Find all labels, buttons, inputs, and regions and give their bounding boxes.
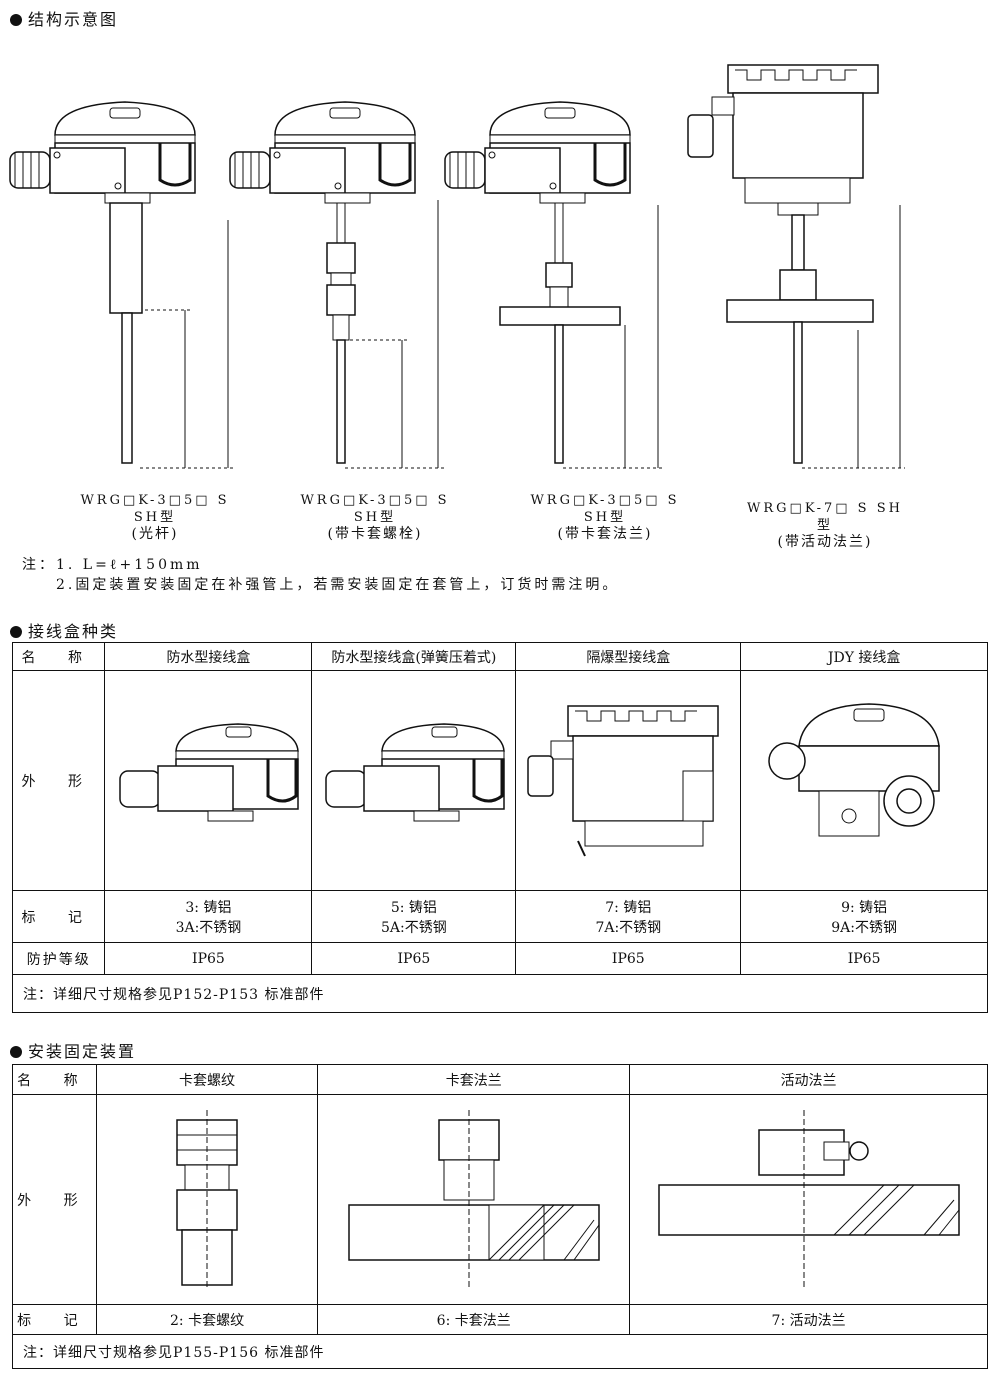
drawing-ferrule-bolt <box>228 100 445 469</box>
bullet-icon <box>10 1046 22 1058</box>
mount-name-3: 活动法兰 <box>629 1064 988 1095</box>
mount-row-label-mark: 标 记 <box>12 1304 97 1335</box>
mount-row-label-shape: 外 形 <box>12 1094 97 1305</box>
structure-drawings <box>8 64 905 469</box>
junction-note: 注：详细尺寸规格参见P152-P153 标准部件 <box>12 974 988 1013</box>
junction-name-3: 隔爆型接线盒 <box>515 642 742 671</box>
note-line-1: 注：1. L=ℓ+150mm <box>22 557 203 573</box>
structure-heading: 结构示意图 <box>10 6 118 30</box>
mounting-table: 名 称 卡套螺纹 卡套法兰 活动法兰 外 形 <box>12 1064 988 1369</box>
junction-protection-1: IP65 <box>104 942 313 975</box>
mount-mark-1: 2: 卡套螺纹 <box>95 1304 319 1335</box>
junction-table: 名 称 防水型接线盒 防水型接线盒(弹簧压着式) 隔爆型接线盒 JDY 接线盒 … <box>11 642 988 1013</box>
drawing-bare-rod <box>8 100 235 469</box>
mount-name-2: 卡套法兰 <box>317 1064 631 1095</box>
junction-protection-4: IP65 <box>740 942 988 975</box>
mount-image-movable-flange <box>629 1094 988 1305</box>
bullet-icon <box>10 626 22 638</box>
junction-name-4: JDY 接线盒 <box>740 642 988 671</box>
mount-name-1: 卡套螺纹 <box>95 1064 319 1095</box>
drawing-movable-flange <box>687 64 905 469</box>
mount-image-ferrule-flange <box>317 1094 631 1305</box>
mounting-heading: 安装固定装置 <box>10 1038 136 1062</box>
junction-name-1: 防水型接线盒 <box>104 642 313 671</box>
row-label-protection: 防护等级 <box>11 942 106 975</box>
model-caption-3: WRG□K-3□5□ S SH型(带卡套法兰) <box>530 493 680 542</box>
mounting-note: 注：详细尺寸规格参见P155-P156 标准部件 <box>12 1334 988 1369</box>
row-label-shape: 外 形 <box>11 670 106 891</box>
mount-row-label-name: 名 称 <box>12 1064 97 1095</box>
structure-notes: 注：1. L=ℓ+150mm 2.固定装置安装固定在补强管上，若需安装固定在套管… <box>22 555 619 595</box>
row-label-name: 名 称 <box>11 642 106 671</box>
junction-heading: 接线盒种类 <box>10 618 118 642</box>
junction-image-waterproof <box>104 670 313 891</box>
bullet-icon <box>10 14 22 26</box>
junction-protection-2: IP65 <box>311 942 517 975</box>
mount-mark-3: 7: 活动法兰 <box>629 1304 988 1335</box>
note-line-2: 2.固定装置安装固定在补强管上，若需安装固定在套管上，订货时需注明。 <box>56 577 620 593</box>
drawing-ferrule-flange <box>443 100 665 469</box>
junction-name-2: 防水型接线盒(弹簧压着式) <box>311 642 517 671</box>
junction-image-jdy <box>740 670 988 891</box>
mount-image-ferrule-thread <box>95 1094 319 1305</box>
mount-mark-2: 6: 卡套法兰 <box>317 1304 631 1335</box>
model-caption-4: WRG□K-7□ S SH型(带活动法兰) <box>747 501 903 550</box>
model-caption-2: WRG□K-3□5□ S SH型(带卡套螺栓) <box>300 493 450 542</box>
row-label-mark: 标 记 <box>11 890 106 943</box>
junction-image-spring <box>311 670 517 891</box>
model-caption-1: WRG□K-3□5□ S SH型(光杆) <box>80 493 230 542</box>
junction-protection-3: IP65 <box>515 942 742 975</box>
junction-image-explosion-proof <box>515 670 742 891</box>
